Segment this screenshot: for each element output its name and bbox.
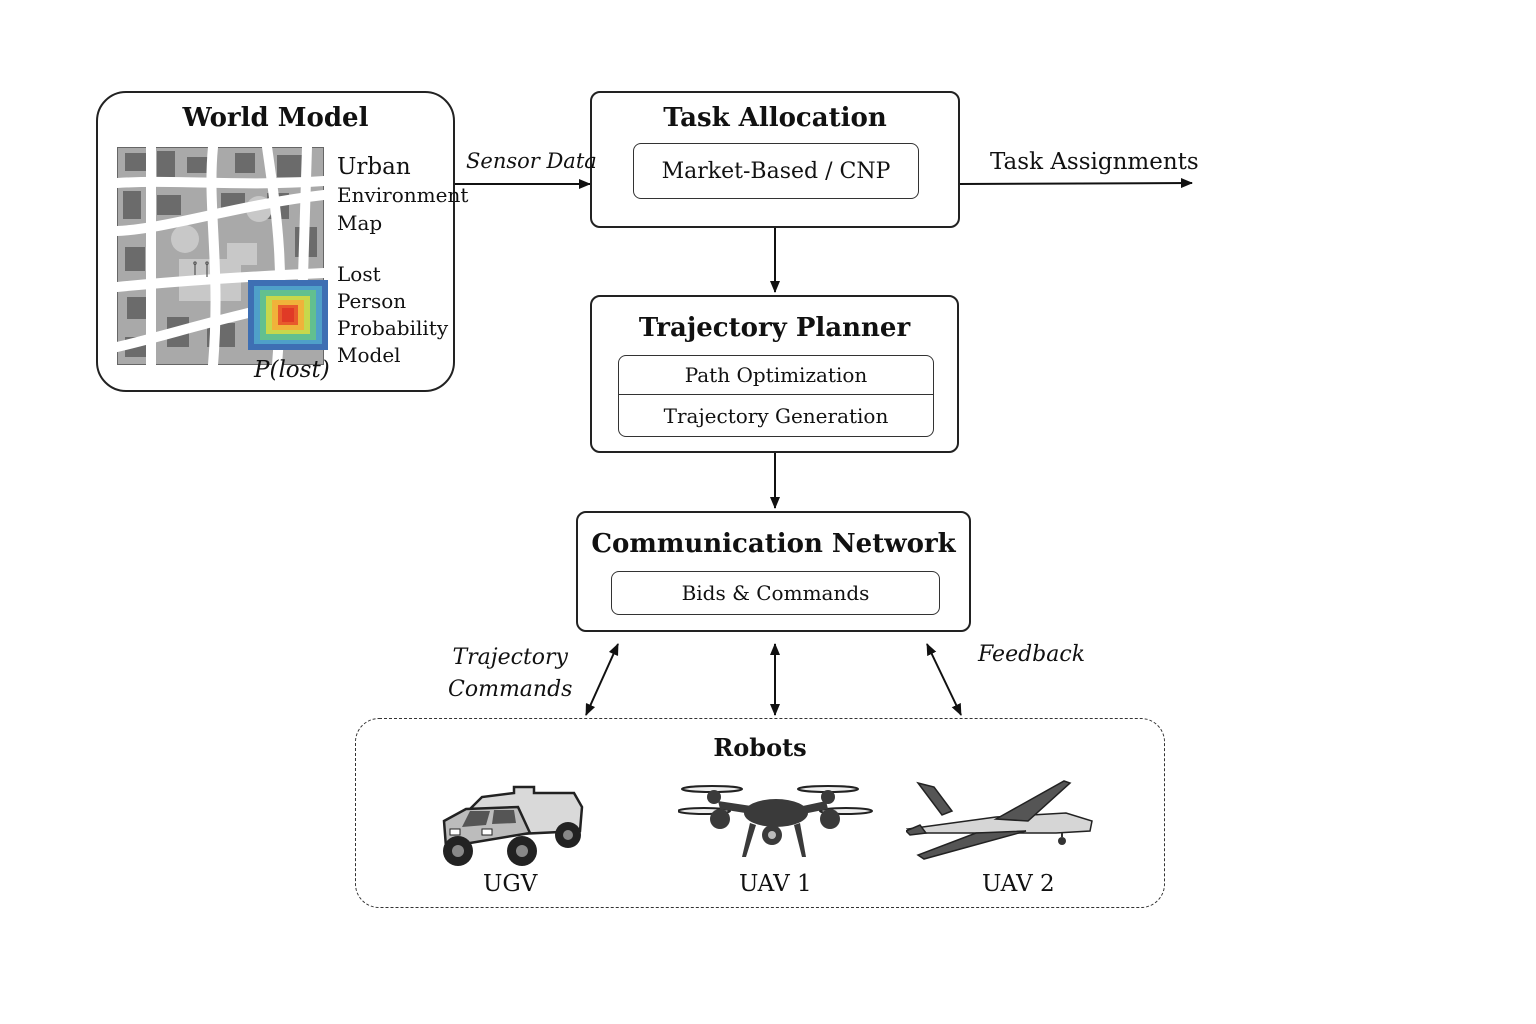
task-allocation-box: Task Allocation Market-Based / CNP — [590, 91, 960, 228]
lost-person-label-line: Lost Person — [337, 262, 407, 313]
probability-label: P(lost) — [254, 357, 330, 383]
world-model-title: World Model — [182, 103, 369, 133]
ugv-label: UGV — [483, 871, 538, 897]
world-model-box: World Model — [96, 91, 468, 392]
communication-network-box: Communication Network Bids & Commands — [576, 511, 971, 632]
feedback-label: Feedback — [978, 642, 1086, 667]
urban-map-label: Urban Environment Map — [337, 153, 468, 237]
robots-title: Robots — [713, 733, 807, 762]
probability-heatmap — [248, 280, 328, 350]
trajectory-commands-label-line: Trajectory — [452, 645, 568, 670]
task-assignments-label: Task Assignments — [990, 149, 1199, 175]
sensor-data-label: Sensor Data — [466, 149, 597, 173]
robots-box: Robots UGV UAV 1 — [355, 718, 1165, 908]
trajectory-commands-arrow — [585, 643, 619, 716]
bids-commands-box: Bids & Commands — [611, 571, 940, 615]
trajectory-commands-label-line: Commands — [448, 677, 573, 702]
uav2-label: UAV 2 — [982, 871, 1055, 897]
urban-map-label-line: Map — [337, 211, 383, 235]
trajectory-planner-title: Trajectory Planner — [638, 313, 911, 343]
uav1-label: UAV 1 — [739, 871, 812, 897]
urban-map-label-line: Environment — [337, 183, 469, 207]
communication-network-title: Communication Network — [591, 529, 956, 559]
path-optimization-item: Path Optimization — [619, 356, 933, 395]
lost-person-label-line: Probability — [337, 316, 449, 340]
urban-map-label-line: Urban — [337, 154, 411, 180]
ugv-icon — [442, 785, 584, 866]
market-based-cnp-box: Market-Based / CNP — [633, 143, 919, 199]
planner-items-box: Path Optimization Trajectory Generation — [618, 355, 934, 437]
task-allocation-title: Task Allocation — [663, 103, 887, 133]
task-assignments-arrow — [958, 178, 1193, 189]
lost-person-label-line: Model — [337, 343, 401, 367]
trajectory-commands-label: Trajectory Commands — [448, 642, 572, 706]
uav2-icon — [906, 780, 1093, 860]
uav1-icon — [678, 785, 873, 857]
trajectory-planner-box: Trajectory Planner Path Optimization Tra… — [590, 295, 959, 453]
feedback-arrow — [926, 643, 962, 716]
trajectory-generation-item: Trajectory Generation — [663, 404, 889, 428]
lost-person-label: Lost Person Probability Model — [337, 261, 453, 369]
